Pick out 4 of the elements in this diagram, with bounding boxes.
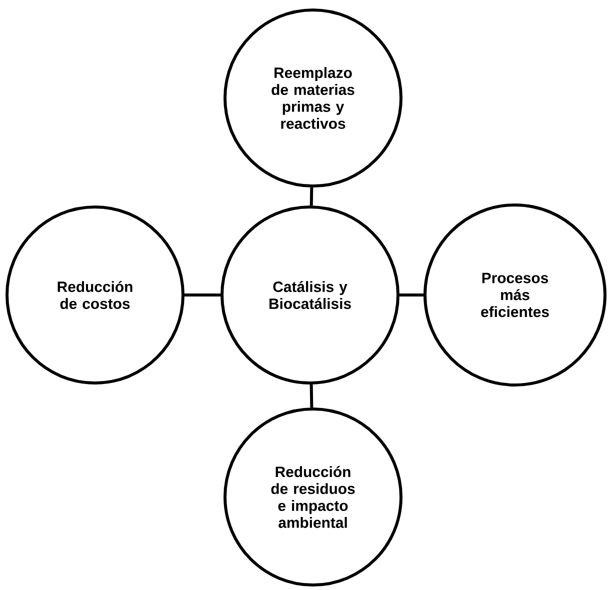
- connector-line: [310, 384, 314, 408]
- connector-line: [184, 293, 220, 296]
- connector-line: [400, 293, 424, 296]
- connector-line: [310, 187, 314, 206]
